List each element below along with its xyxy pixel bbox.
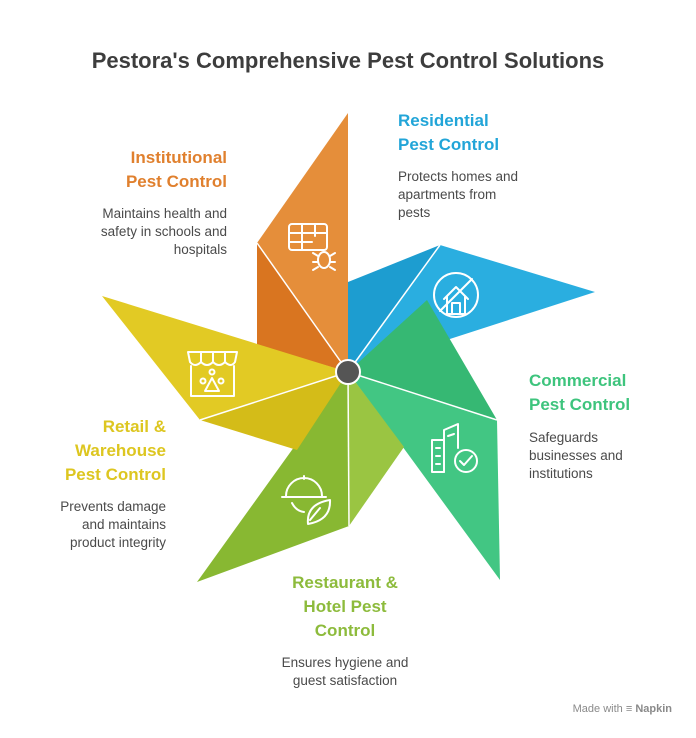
- retail-heading-line3: Pest Control: [64, 465, 166, 484]
- footer-attribution[interactable]: Made with ≡ Napkin: [573, 703, 672, 715]
- residential-desc-line1: Protects homes and: [398, 169, 519, 184]
- blade-restaurant-light: [348, 372, 404, 526]
- commercial-heading-line1: Commercial: [529, 371, 627, 390]
- storefront-icon: [187, 351, 238, 397]
- residential-heading-line2: Pest Control: [398, 135, 500, 154]
- napkin-logo-icon: ≡: [625, 703, 633, 715]
- commercial-desc-line1: Safeguards: [529, 430, 599, 445]
- restaurant-heading-line2: Hotel Pest: [303, 597, 387, 616]
- retail-heading: Retail & Warehouse Pest Control: [20, 415, 166, 487]
- retail-heading-line2: Warehouse: [74, 441, 166, 460]
- institutional-heading-line2: Pest Control: [125, 172, 227, 191]
- restaurant-heading-line3: Control: [314, 621, 376, 640]
- restaurant-heading: Restaurant & Hotel Pest Control: [245, 571, 445, 643]
- center-hub: [335, 359, 361, 385]
- retail-description: Prevents damage and maintains product in…: [20, 498, 166, 552]
- residential-description: Protects homes and apartments from pests: [398, 168, 598, 222]
- institutional-heading: Institutional Pest Control: [60, 146, 227, 194]
- residential-heading: Residential Pest Control: [398, 109, 598, 157]
- residential-desc-line3: pests: [398, 205, 431, 220]
- restaurant-desc-line1: Ensures hygiene and: [281, 655, 409, 670]
- restaurant-description: Ensures hygiene and guest satisfaction: [245, 654, 445, 690]
- commercial-desc-line2: businesses and: [529, 448, 623, 463]
- commercial-desc-line3: institutions: [529, 466, 593, 481]
- institutional-description: Maintains health and safety in schools a…: [40, 205, 227, 259]
- commercial-description: Safeguards businesses and institutions: [529, 429, 689, 483]
- institutional-desc-line1: Maintains health and: [102, 206, 227, 221]
- blade-commercial-dark: [348, 300, 497, 420]
- restaurant-heading-line1: Restaurant &: [292, 573, 398, 592]
- commercial-heading: Commercial Pest Control: [529, 369, 689, 417]
- restaurant-desc-line2: guest satisfaction: [292, 673, 398, 688]
- grid-bug-icon: [288, 223, 336, 271]
- cloche-leaf-icon: [281, 475, 332, 525]
- page-title: Pestora's Comprehensive Pest Control Sol…: [91, 48, 605, 73]
- house-no-pest-icon: [433, 272, 479, 318]
- blade-retail: [102, 296, 349, 450]
- residential-heading-line1: Residential: [398, 111, 489, 130]
- institutional-desc-line2: safety in schools and: [100, 224, 227, 239]
- residential-desc-line2: apartments from: [398, 187, 497, 202]
- footer-made-with: Made with: [572, 703, 623, 715]
- commercial-heading-line2: Pest Control: [529, 395, 631, 414]
- retail-desc-line1: Prevents damage: [60, 499, 166, 514]
- blade-institutional: [256, 113, 349, 373]
- retail-heading-line1: Retail &: [102, 417, 166, 436]
- institutional-heading-line1: Institutional: [130, 148, 227, 167]
- building-check-icon: [431, 423, 478, 473]
- blade-retail-dark: [200, 372, 348, 450]
- institutional-desc-line3: hospitals: [173, 242, 227, 257]
- retail-desc-line2: and maintains: [81, 517, 166, 532]
- footer-brand: Napkin: [635, 703, 672, 715]
- retail-desc-line3: product integrity: [69, 535, 166, 550]
